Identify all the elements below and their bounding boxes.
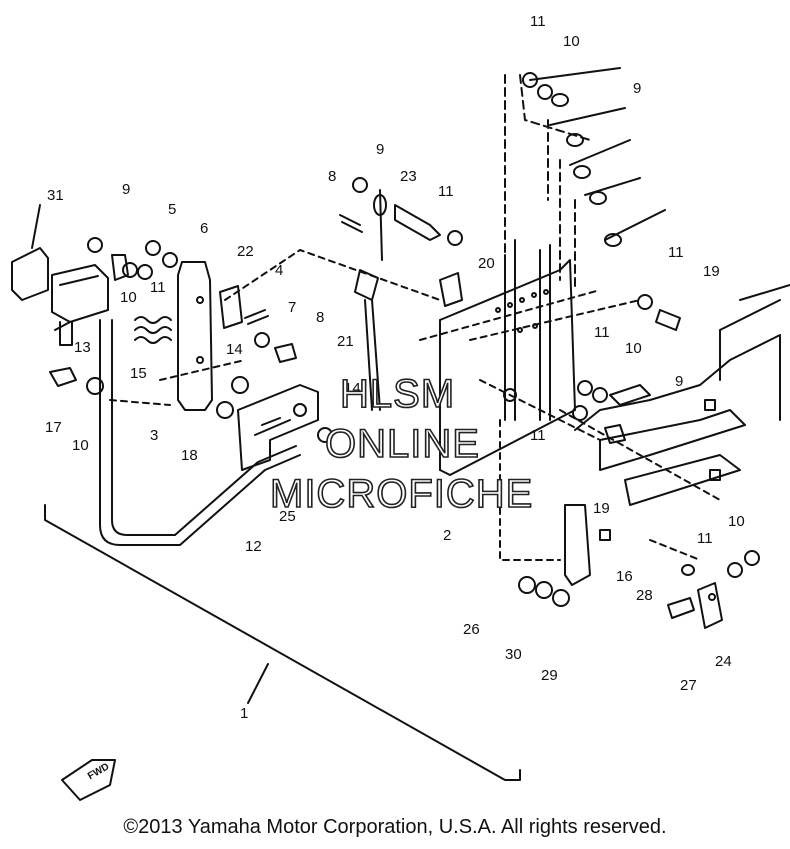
callout-9: 9 xyxy=(633,80,641,97)
watermark-line-3: MICROFICHE xyxy=(270,472,533,516)
callout-11: 11 xyxy=(438,183,454,200)
callout-1: 1 xyxy=(240,705,248,722)
callout-15: 15 xyxy=(130,365,147,382)
callout-22: 22 xyxy=(237,243,254,260)
callout-9: 9 xyxy=(122,181,130,198)
part-25-bracket xyxy=(237,384,319,471)
leader-line-1 xyxy=(247,663,269,704)
part-31-clip xyxy=(11,247,49,301)
callout-16: 16 xyxy=(616,568,633,585)
callout-10: 10 xyxy=(563,33,580,50)
part-13-yoke xyxy=(51,264,109,331)
callout-24: 24 xyxy=(715,653,732,670)
callout-11: 11 xyxy=(594,324,610,341)
callout-9: 9 xyxy=(376,141,384,158)
callout-31: 31 xyxy=(47,187,64,204)
callout-20: 20 xyxy=(478,255,495,272)
callout-7: 7 xyxy=(288,299,296,316)
callout-11: 11 xyxy=(697,530,713,547)
callout-10: 10 xyxy=(625,340,642,357)
callout-8: 8 xyxy=(316,309,324,326)
control-rod-inner xyxy=(111,319,297,536)
callout-28: 28 xyxy=(636,587,653,604)
callout-17: 17 xyxy=(45,419,62,436)
callout-3: 3 xyxy=(150,427,158,444)
callout-10: 10 xyxy=(728,513,745,530)
fwd-marker-label: FWD xyxy=(86,761,111,782)
control-rod xyxy=(99,319,301,546)
mount-bracket xyxy=(574,284,790,431)
callout-25: 25 xyxy=(279,508,296,525)
part-22-plate xyxy=(219,285,243,329)
callout-11: 11 xyxy=(150,279,166,296)
callout-9: 9 xyxy=(675,373,683,390)
callout-12: 12 xyxy=(245,538,262,555)
fwd-arrow-icon xyxy=(61,759,116,801)
callout-14: 14 xyxy=(344,380,361,397)
washer-26 xyxy=(518,576,536,594)
part-15-spring xyxy=(134,316,172,344)
callout-10: 10 xyxy=(120,289,137,306)
callout-27: 27 xyxy=(680,677,697,694)
callout-8: 8 xyxy=(328,168,336,185)
part-1-bracket-line xyxy=(44,504,521,781)
copyright-notice: ©2013 Yamaha Motor Corporation, U.S.A. A… xyxy=(123,816,667,838)
callout-21: 21 xyxy=(337,333,354,350)
callout-11: 11 xyxy=(530,13,546,30)
callout-5: 5 xyxy=(168,201,176,218)
callout-2: 2 xyxy=(443,527,451,544)
callout-11: 11 xyxy=(530,427,546,444)
callout-18: 18 xyxy=(181,447,198,464)
part-21-link xyxy=(354,269,379,301)
callout-10: 10 xyxy=(72,437,89,454)
callout-11: 11 xyxy=(668,244,684,261)
part-23-turnbuckle xyxy=(394,204,441,241)
callout-19: 19 xyxy=(703,263,720,280)
callout-6: 6 xyxy=(200,220,208,237)
callout-14: 14 xyxy=(226,341,243,358)
callout-13: 13 xyxy=(74,339,91,356)
part-3-lever xyxy=(177,261,213,411)
washer xyxy=(87,237,103,253)
callout-19: 19 xyxy=(593,500,610,517)
callout-29: 29 xyxy=(541,667,558,684)
watermark-line-1: HLSM xyxy=(340,372,455,416)
collar xyxy=(231,376,249,394)
part-20-block xyxy=(439,272,463,307)
watermark: HLSM ONLINE MICROFICHE xyxy=(269,371,533,517)
callout-23: 23 xyxy=(400,168,417,185)
callout-26: 26 xyxy=(463,621,480,638)
callout-4: 4 xyxy=(275,262,283,279)
watermark-line-2: ONLINE xyxy=(325,422,480,466)
part-callouts: 1 2 3 4 5 6 7 8 8 9 9 9 9 10 10 10 10 10… xyxy=(45,13,745,722)
callout-30: 30 xyxy=(505,646,522,663)
